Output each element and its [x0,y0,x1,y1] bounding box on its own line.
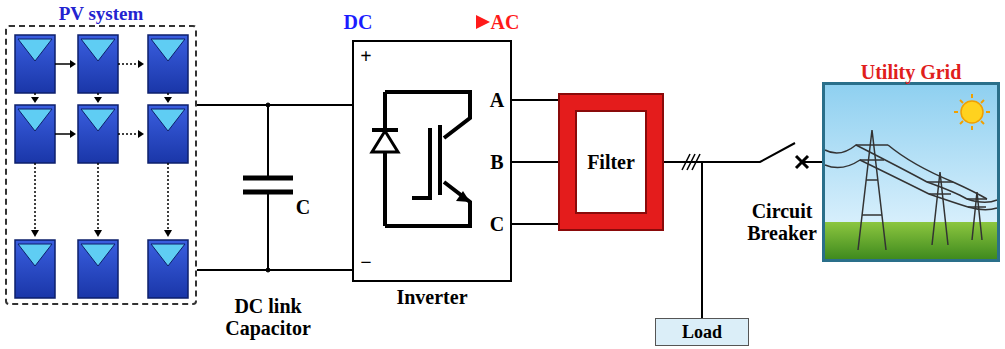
grid-illustration [825,85,997,259]
wire-connector [662,162,702,318]
node-heading: Inverter [396,286,467,308]
node-heading: PV system [59,3,144,25]
emitter-arrow [456,191,470,202]
pv-system-group: PV system [5,25,197,305]
inverter-box: Inverter [352,40,512,282]
node-text: Load [682,321,722,343]
capacitor-caption: DC link Capacitor [213,295,323,339]
capacitor-symbol [243,103,293,272]
wire-connector [662,143,822,162]
ac-label: AC [491,11,520,33]
pv-array [15,35,188,298]
phase-label: B [490,151,503,173]
phase-label: C [490,213,504,235]
phase-label: A [490,89,504,111]
wire-connector [512,100,560,224]
breaker-label: Circuit Breaker [736,200,828,244]
diode-symbol [372,131,398,152]
igbt-symbol [372,92,470,226]
dc-ac-arrow [378,15,490,29]
terminal-sign: + [360,45,371,67]
capacitor-symbol-label: C [296,196,310,218]
filter-box: Filter [560,95,662,229]
node-text: Filter [587,151,635,173]
load-box: Load [655,318,749,346]
node-heading: Utility Grid [861,61,962,83]
utility-grid-box: Utility Grid [822,82,1000,262]
dc-label: DC [344,11,373,33]
terminal-sign: − [360,251,371,273]
wire-connector [197,105,352,270]
